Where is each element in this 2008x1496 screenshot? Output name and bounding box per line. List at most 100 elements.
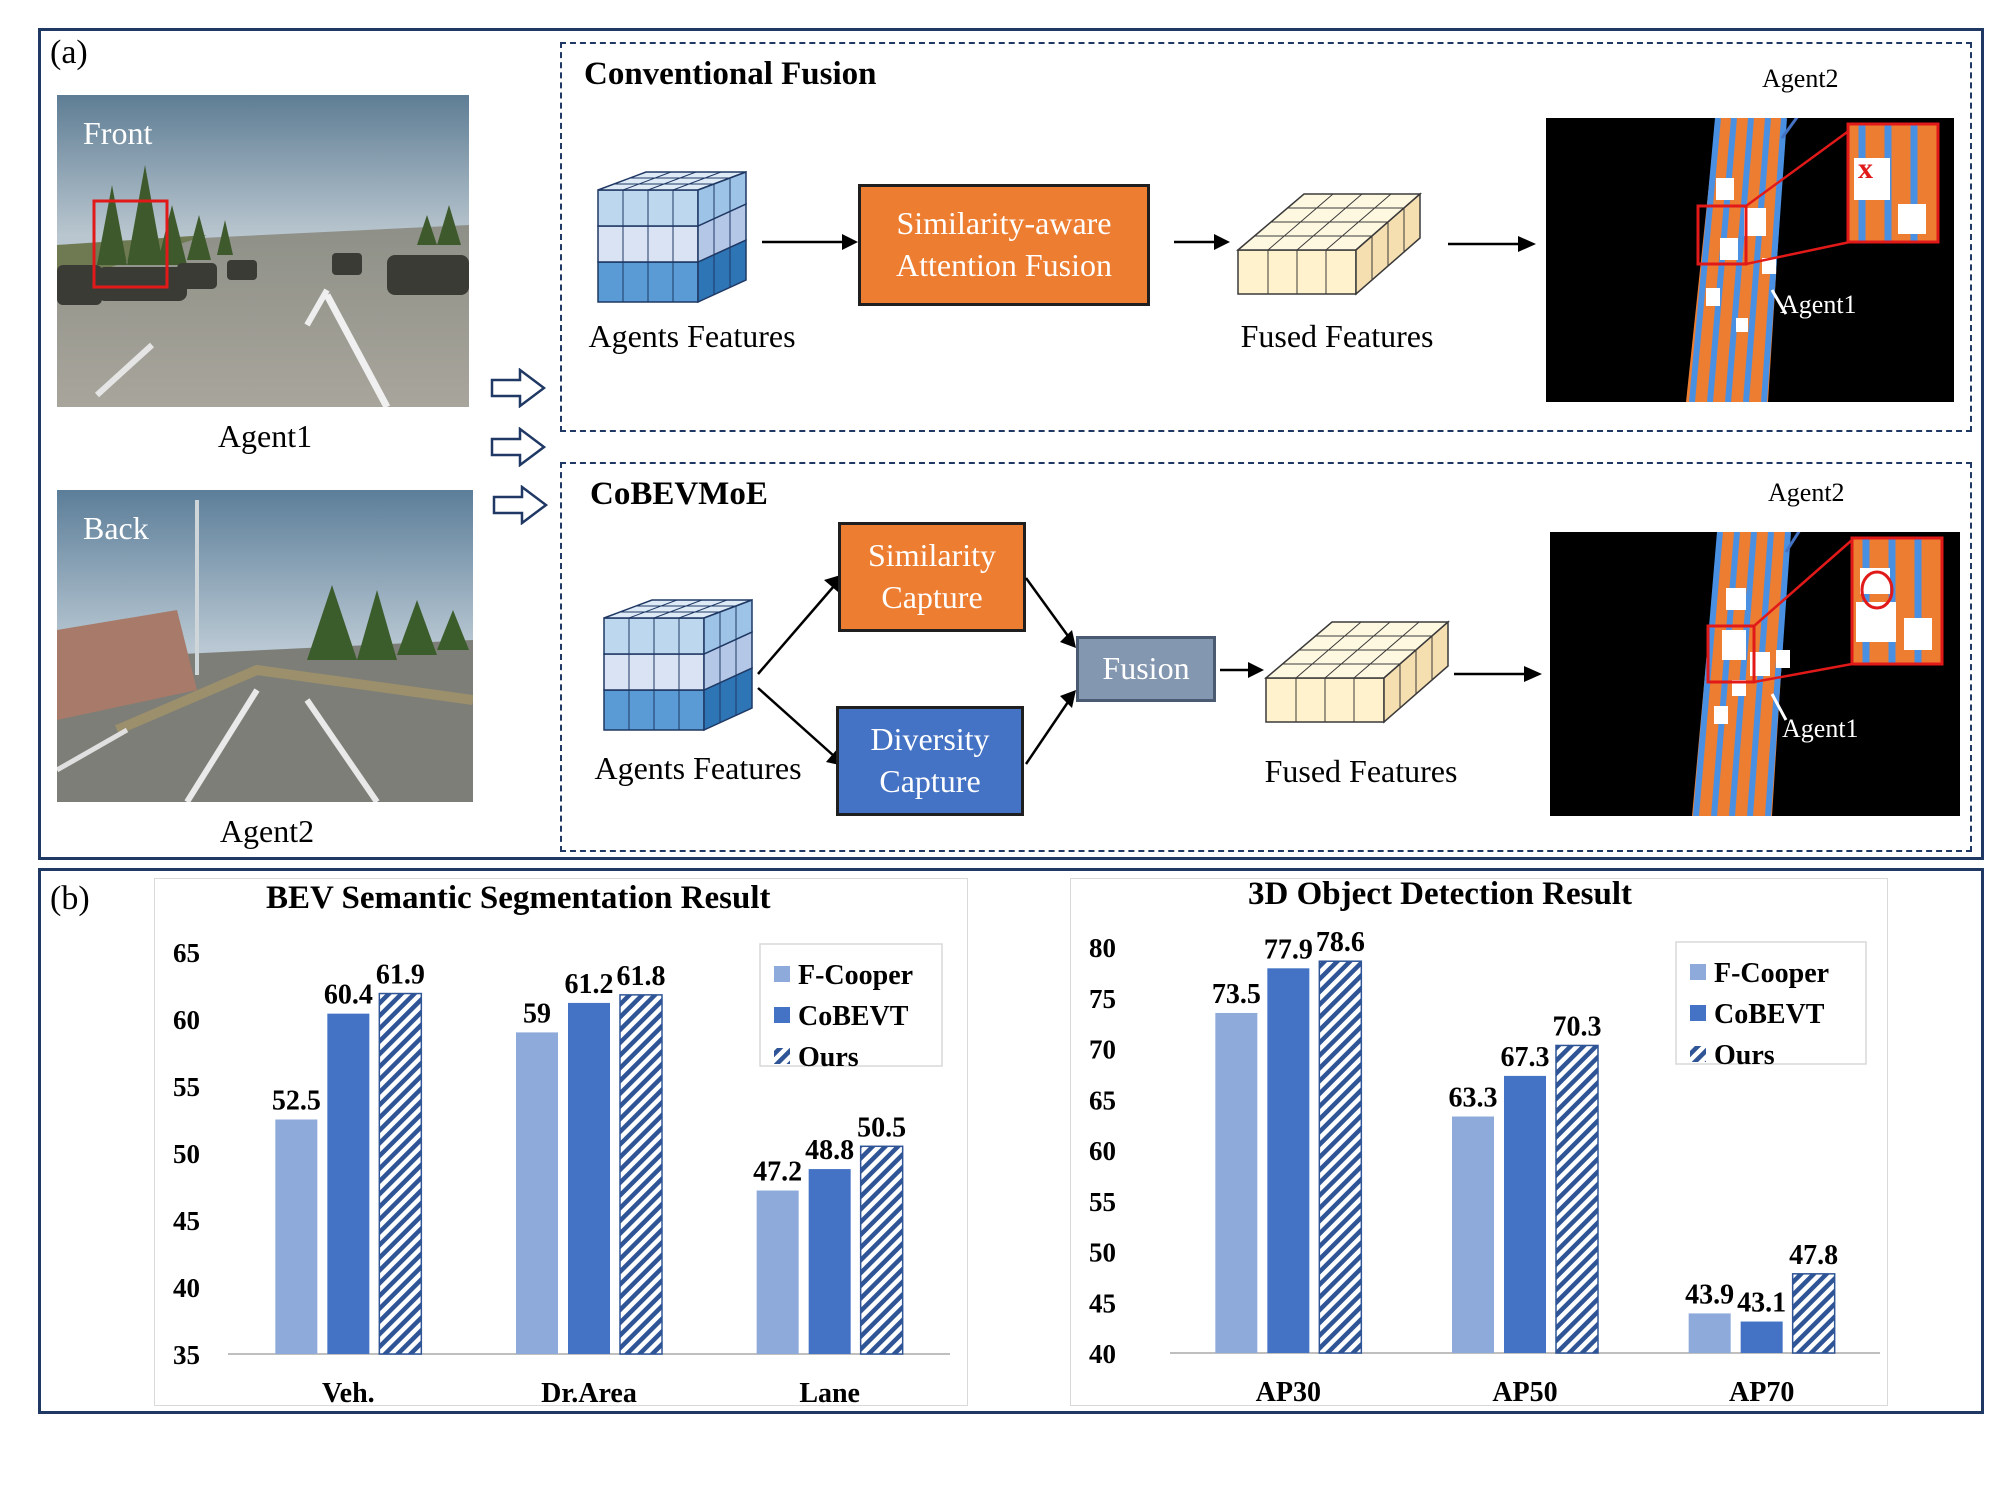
hollow-arrow-icon	[492, 485, 548, 525]
agents-feature-cube-icon	[597, 170, 747, 304]
bar-f-cooper	[275, 1119, 318, 1354]
bar-ours	[859, 1145, 904, 1355]
bar-ours	[1555, 1044, 1599, 1354]
legend-label: Ours	[1714, 1040, 1775, 1071]
cobevmoe-map-agent1-label: Agent1	[1782, 714, 1859, 743]
bar-ours	[1318, 960, 1363, 1354]
category-label: AP70	[1729, 1377, 1794, 1406]
fused-feature-slab-icon	[1236, 192, 1422, 296]
y-tick-label: 60	[1089, 1136, 1116, 1166]
y-tick-label: 60	[173, 1005, 200, 1035]
data-label: 61.8	[617, 961, 666, 992]
data-label: 48.8	[805, 1135, 854, 1166]
cobevmoe-bev-map	[1550, 532, 1960, 816]
data-label: 60.4	[324, 980, 373, 1011]
bar-cobevt	[1740, 1321, 1783, 1353]
conventional-input-caption: Agents Features	[588, 318, 796, 354]
data-label: 59	[523, 998, 551, 1029]
arrow-icon	[1454, 666, 1542, 682]
bar-cobevt	[327, 1013, 370, 1354]
category-label: Lane	[799, 1378, 860, 1406]
data-label: 78.6	[1316, 927, 1365, 958]
data-label: 52.5	[272, 1086, 321, 1117]
data-label: 50.5	[857, 1112, 906, 1143]
y-tick-label: 75	[1089, 984, 1116, 1014]
hollow-arrow-icon	[490, 368, 546, 408]
arrow-icon	[762, 234, 858, 250]
y-tick-label: 50	[1089, 1238, 1116, 1268]
bar-ours	[1791, 1273, 1836, 1354]
y-tick-label: 65	[1089, 1085, 1116, 1115]
panel-a-label: (a)	[50, 34, 88, 71]
data-label: 61.9	[376, 960, 425, 991]
category-label: AP50	[1492, 1377, 1557, 1406]
category-label: Dr.Area	[541, 1378, 637, 1406]
data-label: 61.2	[565, 969, 614, 1000]
arrow-icon	[1174, 234, 1230, 250]
conventional-map-agent1-label: Agent1	[1780, 290, 1857, 319]
legend-label: CoBEVT	[798, 1001, 909, 1032]
legend-swatch	[1690, 1046, 1706, 1062]
agent2-caption: Agent2	[219, 813, 315, 849]
cobevmoe-input-caption: Agents Features	[594, 750, 802, 786]
diversity-line-2: Capture	[879, 763, 981, 799]
hollow-arrow-icon	[490, 427, 546, 467]
y-tick-label: 45	[173, 1206, 200, 1236]
fused-feature-slab-icon	[1264, 620, 1450, 724]
y-tick-label: 80	[1089, 933, 1116, 963]
similarity-line-2: Capture	[881, 579, 983, 615]
legend-swatch	[774, 1048, 790, 1064]
bar-cobevt	[1504, 1075, 1546, 1353]
legend-swatch	[774, 1007, 790, 1023]
merge-arrows-icon	[1024, 577, 1076, 765]
bar-f-cooper	[516, 1032, 558, 1354]
chart-1-frame	[154, 878, 968, 1406]
agent2-back-camera-image: Back	[57, 490, 473, 802]
data-label: 70.3	[1553, 1011, 1602, 1042]
panel-b	[38, 868, 1984, 1414]
bar-cobevt	[808, 1169, 851, 1354]
y-tick-label: 45	[1089, 1288, 1116, 1318]
bar-cobevt	[568, 1002, 610, 1354]
data-label: 63.3	[1449, 1083, 1498, 1114]
legend-label: F-Cooper	[798, 960, 913, 991]
bar-f-cooper	[1688, 1313, 1731, 1353]
conventional-fusion-box	[560, 42, 1972, 432]
y-tick-label: 40	[173, 1273, 200, 1303]
data-label: 73.5	[1212, 979, 1261, 1010]
category-label: Veh.	[322, 1378, 375, 1406]
fusion-box-line-2: Attention Fusion	[895, 247, 1112, 283]
data-label: 47.8	[1789, 1240, 1838, 1271]
agent2-view-label: Back	[83, 510, 149, 546]
conventional-bev-map: x	[1546, 118, 1954, 402]
legend-label: CoBEVT	[1714, 999, 1825, 1030]
conventional-fusion-title: Conventional Fusion	[584, 56, 877, 92]
conventional-map-agent2-label: Agent2	[1762, 64, 1839, 93]
data-label: 43.9	[1685, 1279, 1734, 1310]
cobevmoe-box	[560, 462, 1972, 852]
y-tick-label: 35	[173, 1340, 200, 1370]
chart-1-title: BEV Semantic Segmentation Result	[266, 880, 771, 916]
bar-ours	[619, 994, 663, 1355]
bar-cobevt	[1267, 968, 1310, 1353]
panel-a	[38, 28, 1984, 860]
legend-label: Ours	[798, 1042, 859, 1073]
agent1-view-label: Front	[83, 115, 153, 151]
y-tick-label: 65	[173, 938, 200, 968]
similarity-line-1: Similarity	[868, 537, 996, 574]
data-label: 67.3	[1501, 1042, 1550, 1073]
diversity-line-1: Diversity	[870, 721, 990, 758]
y-tick-label: 55	[173, 1072, 200, 1102]
chart-2-frame	[1070, 878, 1888, 1406]
fusion-box-label: Fusion	[1102, 650, 1190, 687]
agent1-front-camera-image: Front	[57, 95, 469, 407]
arrow-icon	[1448, 236, 1536, 252]
cobevmoe-output-caption: Fused Features	[1264, 753, 1458, 789]
bar-f-cooper	[1452, 1116, 1494, 1353]
y-tick-label: 55	[1089, 1187, 1116, 1217]
legend-swatch	[1690, 964, 1706, 980]
